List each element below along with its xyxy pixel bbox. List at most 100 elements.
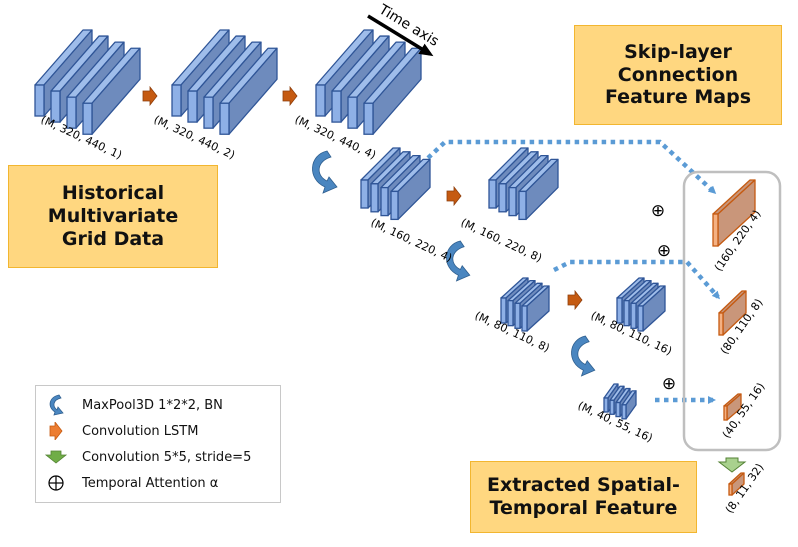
feature-block-convlstm-2: (M, 320, 440, 4)	[293, 29, 422, 162]
slab-front-face	[521, 305, 528, 332]
convlstm-orange-arrow-icon	[282, 85, 298, 107]
feature-block-convlstm-3: (M, 160, 220, 8)	[459, 147, 559, 265]
maxpool-curved-arrow-icon	[446, 240, 471, 282]
historical-box-line: Multivariate	[47, 205, 179, 228]
slab-front-face	[498, 183, 507, 213]
feature-slab	[723, 393, 742, 421]
feature-block-input: (M, 320, 440, 1)	[34, 29, 141, 162]
slab-front-face	[518, 190, 527, 221]
slab-front-face	[219, 102, 230, 135]
slab	[621, 390, 637, 420]
skip-feature-container-border	[682, 170, 782, 452]
slab	[521, 285, 550, 332]
temporal-attention-icon: ⊕	[657, 241, 671, 261]
slab-front-face	[500, 297, 507, 324]
skip-feature-container	[682, 170, 782, 452]
conv-green-down-arrow-icon	[717, 457, 747, 473]
skip-box-line: Skip-layer	[624, 40, 732, 63]
slab-front-face	[514, 302, 521, 329]
temporal-attention-icon: ⊕	[651, 201, 665, 221]
feature-slab	[728, 472, 745, 496]
convlstm-orange-arrow-icon	[446, 185, 462, 207]
skip-layer-box: Skip-layer Connection Feature Maps	[574, 25, 782, 125]
attention-symbols: ⊕ ⊕ ⊕	[651, 201, 676, 394]
historical-box-line: Historical	[61, 182, 165, 205]
feature-slab	[712, 179, 756, 247]
extracted-box-line: Temporal Feature	[489, 497, 678, 519]
feature-slab-front-face	[723, 405, 728, 421]
slab-front-face	[390, 190, 399, 221]
slab-front-face	[370, 183, 379, 213]
slab-front-face	[171, 84, 182, 117]
skip-connection-line	[426, 139, 717, 195]
historical-data-box: Historical Multivariate Grid Data	[8, 165, 218, 268]
temporal-attention-icon: ⊕	[662, 374, 676, 394]
feature-map-skip-2: (80, 110, 8)	[718, 290, 765, 357]
slab-front-face	[630, 302, 637, 329]
slab-front-face	[615, 401, 621, 418]
slab-front-face	[347, 96, 358, 129]
slab-front-face	[621, 404, 627, 420]
feature-slab-front-face	[728, 483, 733, 496]
conv-green-down-arrow-icon	[36, 446, 76, 468]
slab-front-face	[623, 300, 630, 327]
slab-front-face	[66, 96, 77, 129]
slab-front-face	[637, 305, 644, 332]
slab-front-face	[609, 399, 615, 415]
convlstm-orange-arrow-icon	[36, 420, 76, 442]
operator-arrows	[142, 85, 747, 473]
legend-item-conv: Convolution 5*5, stride=5	[36, 446, 251, 468]
convlstm-orange-arrow-icon	[567, 289, 583, 311]
maxpool-curved-arrow-icon	[312, 150, 338, 194]
slab	[219, 47, 278, 135]
feature-block-pool-2: (M, 80, 110, 8)	[473, 277, 552, 355]
maxpool-curved-arrow-icon	[36, 394, 76, 416]
feature-map-skip-3: (40, 55, 16)	[720, 380, 768, 440]
slab-front-face	[331, 90, 342, 123]
slab-front-face	[360, 179, 369, 209]
skip-box-line: Connection	[617, 63, 739, 86]
skip-connection-line	[552, 259, 720, 300]
slab-front-face	[187, 90, 198, 123]
legend-item-attention: Temporal Attention α	[36, 472, 218, 494]
extracted-box-line: Extracted Spatial-	[487, 474, 680, 497]
block-shape-label: (M, 160, 220, 8)	[459, 216, 544, 265]
time-axis-arrow	[367, 14, 434, 57]
slab-front-face	[380, 186, 389, 217]
maxpool-curved-arrow-icon	[571, 335, 596, 377]
slab-front-face	[603, 397, 609, 413]
temporal-attention-icon	[36, 472, 76, 494]
block-shape-label: (M, 160, 220, 4)	[369, 216, 454, 265]
convlstm-orange-arrow-icon	[142, 85, 158, 107]
feature-slab	[718, 290, 747, 336]
feature-map-skip-1: (160, 220, 4)	[712, 179, 764, 274]
feature-block-convlstm-1: (M, 320, 440, 2)	[152, 29, 278, 162]
historical-box-line: Grid Data	[61, 227, 165, 250]
slab-front-face	[488, 179, 497, 209]
slab-front-face	[50, 90, 61, 123]
slab-front-face	[203, 96, 214, 129]
feature-block-pool-1: (M, 160, 220, 4)	[360, 147, 454, 265]
slab-front-face	[315, 84, 326, 117]
feature-block-pool-3: (M, 40, 55, 16)	[576, 383, 655, 445]
slab	[518, 158, 559, 221]
legend-item-convlstm: Convolution LSTM	[36, 420, 198, 442]
legend-item-maxpool: MaxPool3D 1*2*2, BN	[36, 394, 223, 416]
slab	[390, 158, 431, 221]
slab-front-face	[616, 297, 623, 324]
skip-connections	[426, 139, 720, 404]
feature-slab-front-face	[712, 213, 719, 247]
slab-front-face	[363, 102, 374, 135]
legend: MaxPool3D 1*2*2, BN Convolution LSTM Con…	[35, 385, 281, 503]
skip-box-line: Feature Maps	[604, 86, 752, 109]
slab-front-face	[508, 186, 517, 217]
feature-slab-front-face	[718, 312, 724, 336]
feature-block-convlstm-4: (M, 80, 110, 16)	[589, 277, 674, 358]
slab-front-face	[82, 102, 93, 135]
slab-front-face	[34, 84, 45, 117]
slab	[637, 285, 666, 332]
extracted-feature-box: Extracted Spatial- Temporal Feature	[470, 461, 697, 533]
slab-front-face	[507, 300, 514, 327]
slab	[82, 47, 141, 135]
